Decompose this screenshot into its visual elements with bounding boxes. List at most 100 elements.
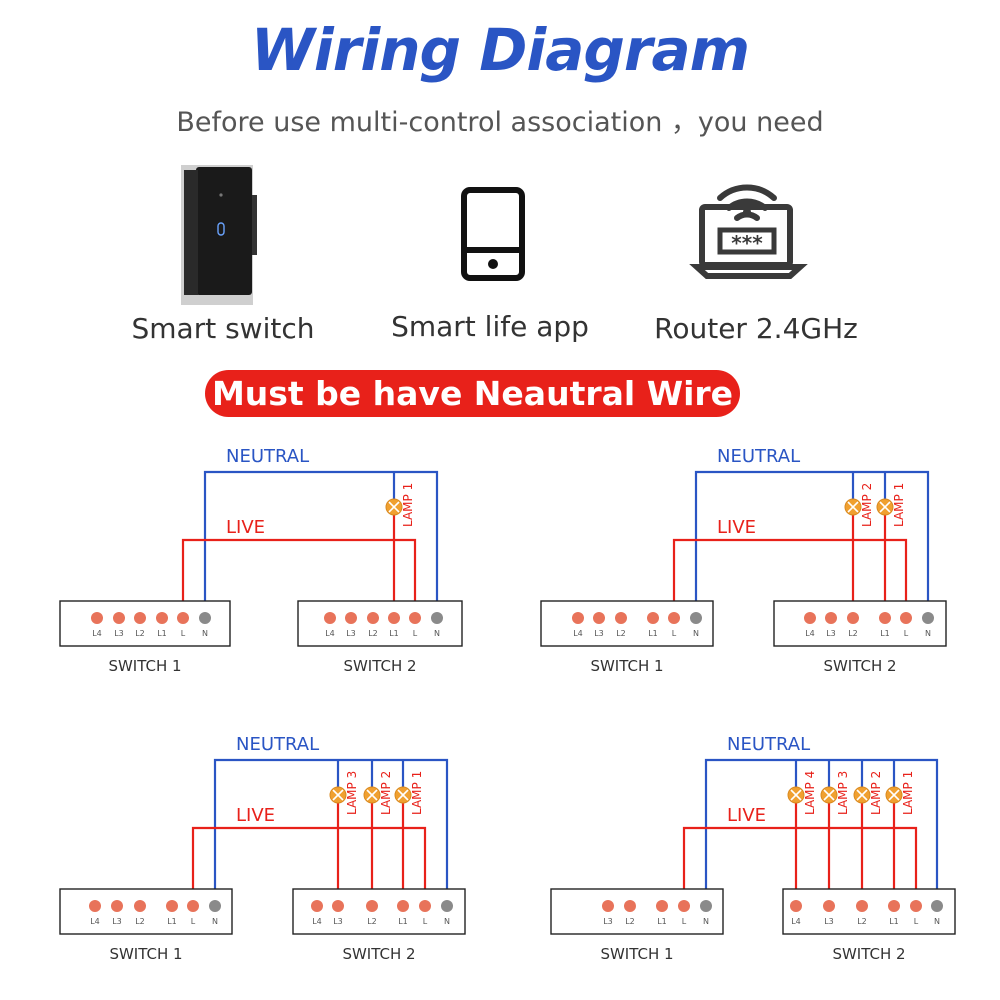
live-wire — [191, 826, 427, 906]
terminal-label: L — [191, 917, 196, 926]
terminal-label: L3 — [826, 629, 836, 638]
lamp-label: LAMP 2 — [860, 483, 874, 527]
neutral-wire — [704, 758, 939, 906]
terminal-label: L4 — [573, 629, 583, 638]
neutral-wire-banner: Must be have Neautral Wire — [205, 370, 740, 417]
lamp-label: LAMP 1 — [892, 483, 906, 527]
terminal-l4 — [91, 612, 103, 624]
switch-label: SWITCH 1 — [108, 657, 181, 675]
terminal-label: L2 — [135, 917, 145, 926]
terminal-l4 — [572, 612, 584, 624]
terminal-label: N — [434, 629, 440, 638]
switch-box — [782, 888, 956, 935]
lamp-icon — [853, 786, 871, 804]
lamp-label: LAMP 2 — [869, 771, 883, 815]
terminal-l3 — [332, 900, 344, 912]
terminal-l — [419, 900, 431, 912]
terminal-l3 — [825, 612, 837, 624]
lamp-icon — [394, 786, 412, 804]
lamp-label: LAMP 1 — [901, 771, 915, 815]
switch-box — [59, 888, 233, 935]
neutral-label: NEUTRAL — [236, 734, 319, 755]
terminal-label: L2 — [367, 917, 377, 926]
terminal-label: L3 — [594, 629, 604, 638]
terminal-label: L1 — [389, 629, 399, 638]
terminal-label: L — [413, 629, 418, 638]
terminal-l4 — [311, 900, 323, 912]
terminal-l1 — [156, 612, 168, 624]
terminal-label: L4 — [325, 629, 335, 638]
live-label: LIVE — [727, 805, 766, 826]
terminal-label: L4 — [90, 917, 100, 926]
live-label: LIVE — [226, 517, 265, 538]
terminal-label: L3 — [112, 917, 122, 926]
switch-box — [773, 600, 947, 647]
terminal-label: L1 — [648, 629, 658, 638]
terminal-n — [441, 900, 453, 912]
switch-label: SWITCH 2 — [343, 657, 416, 675]
terminal-l2 — [856, 900, 868, 912]
terminal-label: L4 — [92, 629, 102, 638]
terminal-label: L2 — [368, 629, 378, 638]
terminal-label: L — [672, 629, 677, 638]
terminal-label: L2 — [848, 629, 858, 638]
terminal-l2 — [134, 612, 146, 624]
switch-box — [59, 600, 231, 647]
live-wire — [181, 538, 417, 618]
terminal-label: L — [423, 917, 428, 926]
terminal-l3 — [113, 612, 125, 624]
lamp-icon — [876, 498, 894, 516]
terminal-l1 — [879, 612, 891, 624]
terminal-label: L3 — [333, 917, 343, 926]
live-label: LIVE — [717, 517, 756, 538]
terminal-n — [209, 900, 221, 912]
smart-switch-label: Smart switch — [131, 312, 315, 345]
terminal-l1 — [888, 900, 900, 912]
terminal-label: N — [925, 629, 931, 638]
terminal-l4 — [804, 612, 816, 624]
terminal-label: N — [202, 629, 208, 638]
terminal-label: L2 — [857, 917, 867, 926]
terminal-label: L3 — [114, 629, 124, 638]
terminal-label: N — [703, 917, 709, 926]
terminal-l2 — [624, 900, 636, 912]
terminal-l3 — [823, 900, 835, 912]
terminal-label: L3 — [824, 917, 834, 926]
terminal-label: L — [904, 629, 909, 638]
lamp-label: LAMP 3 — [836, 771, 850, 815]
terminal-l — [177, 612, 189, 624]
terminal-l2 — [367, 612, 379, 624]
terminal-l3 — [602, 900, 614, 912]
terminal-label: L1 — [398, 917, 408, 926]
neutral-wire — [203, 470, 439, 618]
terminal-n — [922, 612, 934, 624]
live-label: LIVE — [236, 805, 275, 826]
terminal-label: N — [693, 629, 699, 638]
terminal-label: L1 — [167, 917, 177, 926]
terminal-l — [409, 612, 421, 624]
terminal-l2 — [847, 612, 859, 624]
terminal-label: L — [181, 629, 186, 638]
terminal-l1 — [656, 900, 668, 912]
terminal-label: L — [682, 917, 687, 926]
terminal-l — [910, 900, 922, 912]
smart-switch-icon — [181, 165, 257, 305]
terminal-l2 — [134, 900, 146, 912]
lamp-icon — [329, 786, 347, 804]
terminal-l2 — [366, 900, 378, 912]
lamp-label: LAMP 2 — [379, 771, 393, 815]
live-wire — [672, 538, 908, 618]
page-subtitle: Before use multi-control association ，yo… — [176, 107, 824, 138]
switch-box — [540, 600, 714, 647]
neutral-label: NEUTRAL — [727, 734, 810, 755]
